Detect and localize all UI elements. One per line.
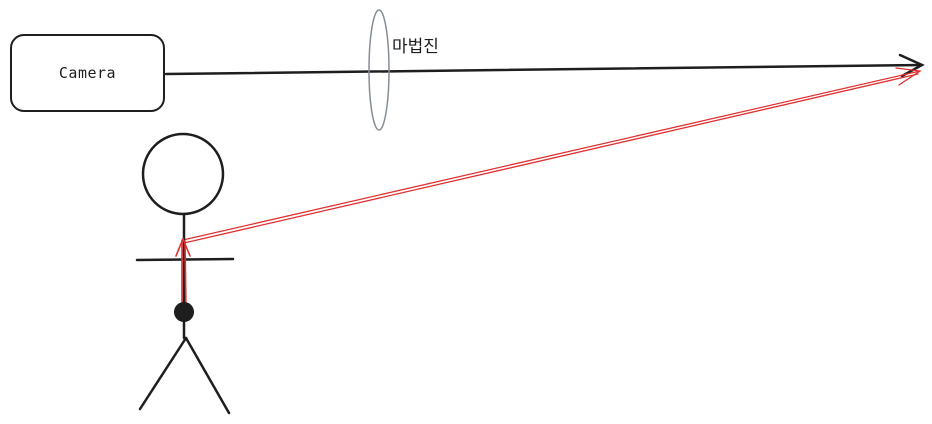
red-ray-line-b (183, 73, 919, 244)
red-up-arrow-head (175, 236, 191, 257)
figure-left-leg (138, 336, 188, 411)
red-ray-arrow (182, 67, 922, 244)
red-ray-line-a (182, 70, 921, 241)
red-up-arrow (175, 236, 191, 313)
camera-ray-arrowhead (898, 53, 925, 78)
portal-ellipse (368, 9, 390, 131)
red-ray-arrowhead (895, 67, 922, 86)
red-up-arrow-line-b (184, 240, 187, 313)
camera-box: Camera (10, 34, 165, 112)
figure-dot (174, 302, 194, 322)
figure-head (141, 132, 225, 216)
camera-ray-line (164, 63, 924, 76)
stick-figure (135, 132, 235, 415)
portal-label: 마법진 (392, 37, 439, 57)
camera-label: Camera (58, 64, 117, 82)
figure-right-leg (184, 336, 231, 415)
camera-ray-arrow (164, 53, 925, 78)
